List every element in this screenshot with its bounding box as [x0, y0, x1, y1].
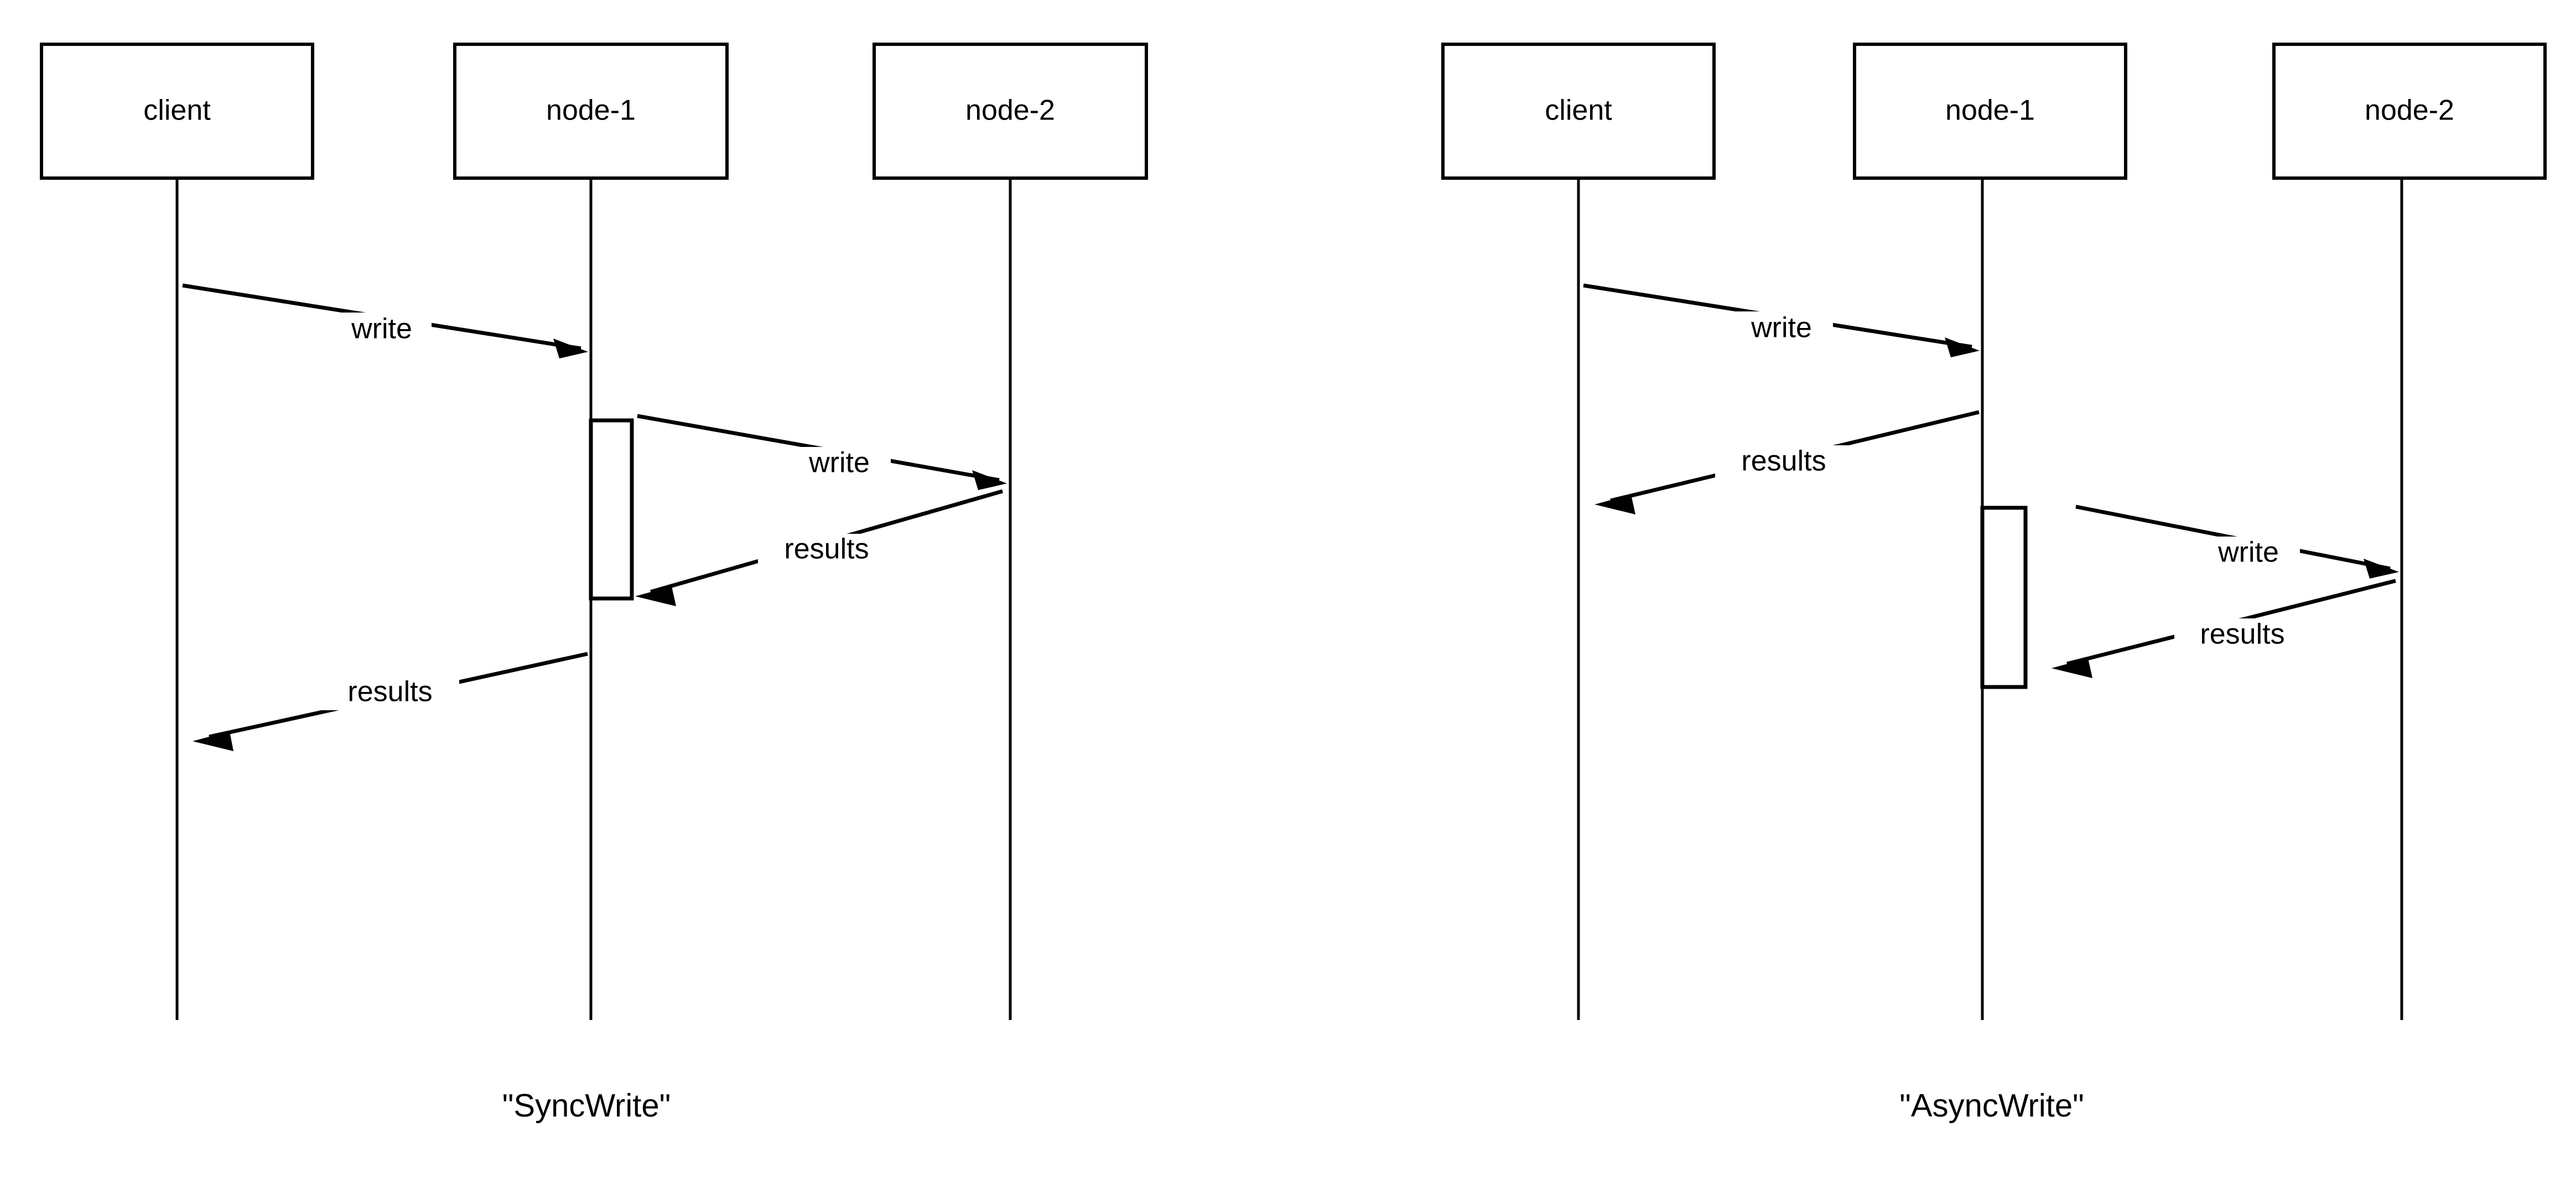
message-label-results-1: results [784, 533, 869, 565]
participant-box-node2-2[interactable]: node-2 [2272, 43, 2547, 180]
participant-label-client-2: client [1545, 95, 1612, 127]
participant-label-node2-2: node-2 [2365, 95, 2454, 127]
message-async-write-2[interactable]: write [2075, 504, 2399, 579]
participant-label-client-1: client [143, 95, 211, 127]
message-label-write-4: write [2217, 537, 2279, 569]
participant-box-node1-2[interactable]: node-1 [1853, 43, 2127, 180]
message-label-write-1: write [351, 313, 412, 345]
arrowhead-right-icon [553, 339, 588, 358]
arrowhead-left-icon [2052, 658, 2092, 678]
arrowhead-left-icon [635, 586, 676, 606]
message-label-results-4: results [2200, 618, 2284, 650]
message-label-write-2: write [808, 447, 870, 479]
message-sync-write-1[interactable]: write [182, 283, 588, 358]
message-sync-results-1[interactable]: results [635, 489, 1003, 606]
diagram-async-write: client node-1 node-2 [1441, 43, 2547, 1123]
message-async-results-2[interactable]: results [2052, 579, 2396, 678]
message-label-write-3: write [1751, 312, 1812, 344]
participant-box-node2-1[interactable]: node-2 [872, 43, 1148, 180]
participant-label-node1-2: node-1 [1945, 95, 2035, 127]
arrowhead-right-icon [1945, 337, 1980, 357]
message-label-results-2: results [347, 676, 432, 708]
participant-label-node1-1: node-1 [546, 95, 636, 127]
activation-bar-node1-1 [589, 418, 634, 601]
message-sync-write-2[interactable]: write [637, 414, 1007, 490]
activation-bar-node1-2 [1980, 506, 2028, 689]
participant-box-client-1[interactable]: client [40, 43, 314, 180]
participant-box-node1-1[interactable]: node-1 [453, 43, 729, 180]
arrowhead-left-icon [193, 731, 233, 751]
diagram-sync-write: client node-1 node-2 [40, 43, 1148, 1123]
message-label-results-3: results [1741, 445, 1826, 477]
participant-box-client-2[interactable]: client [1441, 43, 1716, 180]
diagram-caption-async: "AsyncWrite" [1899, 1087, 2084, 1123]
message-async-results-1[interactable]: results [1595, 410, 1980, 514]
arrowhead-right-icon [2364, 559, 2399, 579]
message-sync-results-2[interactable]: results [193, 652, 588, 751]
message-async-write-1[interactable]: write [1583, 283, 1980, 357]
arrowhead-left-icon [1595, 495, 1635, 514]
arrowhead-right-icon [972, 470, 1007, 490]
participant-label-node2-1: node-2 [965, 95, 1055, 127]
diagram-caption-sync: "SyncWrite" [502, 1087, 671, 1123]
